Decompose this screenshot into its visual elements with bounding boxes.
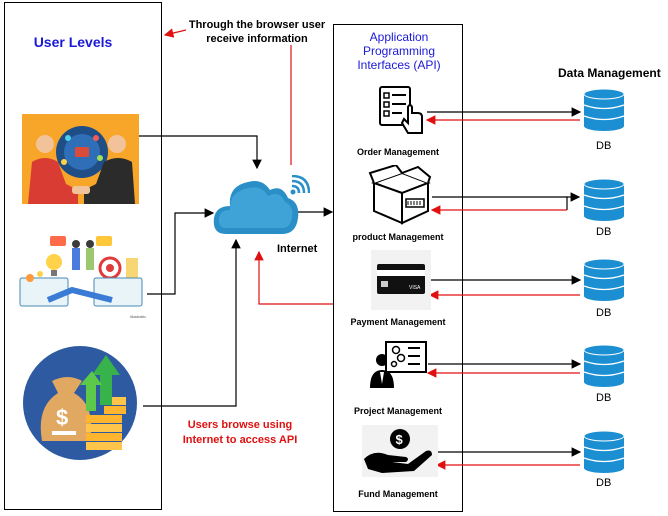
module-label-product: product Management <box>352 232 444 242</box>
product-box-icon <box>368 165 432 225</box>
svg-text:$: $ <box>396 432 404 447</box>
product-to-db <box>432 196 568 210</box>
db-icon-payment <box>583 258 625 301</box>
svg-text:illustration: illustration <box>130 314 146 319</box>
db-label-project: DB <box>596 392 612 404</box>
handshake-icon <box>22 114 139 204</box>
wifi-icon <box>290 175 310 195</box>
team-goals-icon: illustration <box>19 236 146 319</box>
api-title: Application Programming Interfaces (API) <box>357 30 441 72</box>
db-icon-product <box>583 178 625 221</box>
user3-to-cloud <box>143 238 241 407</box>
payment-card-icon: VISA <box>371 250 431 310</box>
db-label-order: DB <box>596 140 612 152</box>
user1-to-cloud <box>139 135 262 170</box>
db-icon-project <box>583 344 625 387</box>
money-growth-icon: $ <box>23 346 137 460</box>
module-label-project: Project Management <box>353 406 443 416</box>
project-board-icon <box>370 341 427 388</box>
internet-label: Internet <box>277 243 318 255</box>
svg-text:$: $ <box>56 405 68 430</box>
order-checklist-icon <box>379 86 423 134</box>
cloud-icon <box>213 181 299 234</box>
api-to-cloud <box>254 250 333 305</box>
module-label-order: Order Management <box>356 147 440 157</box>
user2-to-cloud <box>147 208 215 295</box>
db-icon-fund <box>583 430 625 473</box>
module-label-fund: Fund Management <box>358 489 438 499</box>
db-label-product: DB <box>596 226 612 238</box>
module-label-payment: Payment Management <box>350 317 446 327</box>
data-management-title: Data Management <box>558 66 661 80</box>
note-top: Through the browser user receive informa… <box>188 19 326 45</box>
db-label-fund: DB <box>596 477 612 489</box>
fund-hand-icon: $ <box>362 425 438 477</box>
note-top-arrow <box>163 28 187 38</box>
db-icon-order <box>583 88 625 131</box>
user-levels-title: User Levels <box>33 34 113 50</box>
svg-text:VISA: VISA <box>409 285 421 291</box>
db-label-payment: DB <box>596 307 612 319</box>
note-bottom: Users browse using Internet to access AP… <box>182 419 298 446</box>
